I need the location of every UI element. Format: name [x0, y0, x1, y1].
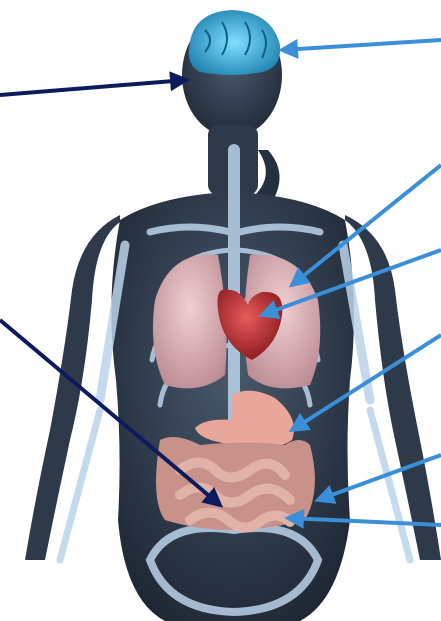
- brain-left-pointer: [0, 80, 186, 95]
- brain-right-pointer: [282, 40, 441, 50]
- large-intestine: [156, 437, 315, 530]
